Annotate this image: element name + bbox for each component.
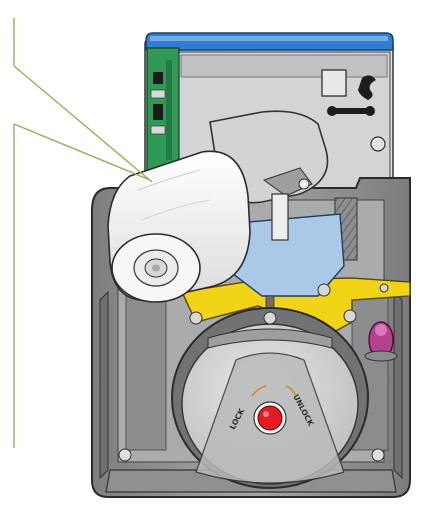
magenta-plug (364, 321, 398, 362)
upper-leader-diagonal (13, 65, 153, 183)
lock-arrow-icon (251, 385, 267, 397)
lock-dial (171, 307, 369, 489)
left-circuit-board (146, 47, 180, 181)
paper-roll (107, 150, 251, 303)
lower-leader-diagonal (13, 123, 151, 181)
blue-top-cover (145, 32, 394, 51)
unlock-arrow-icon (285, 385, 297, 397)
yellow-bracket (180, 277, 411, 333)
sensor-module (321, 69, 386, 152)
red-release-button (253, 401, 287, 435)
callout-leaders (13, 18, 153, 448)
